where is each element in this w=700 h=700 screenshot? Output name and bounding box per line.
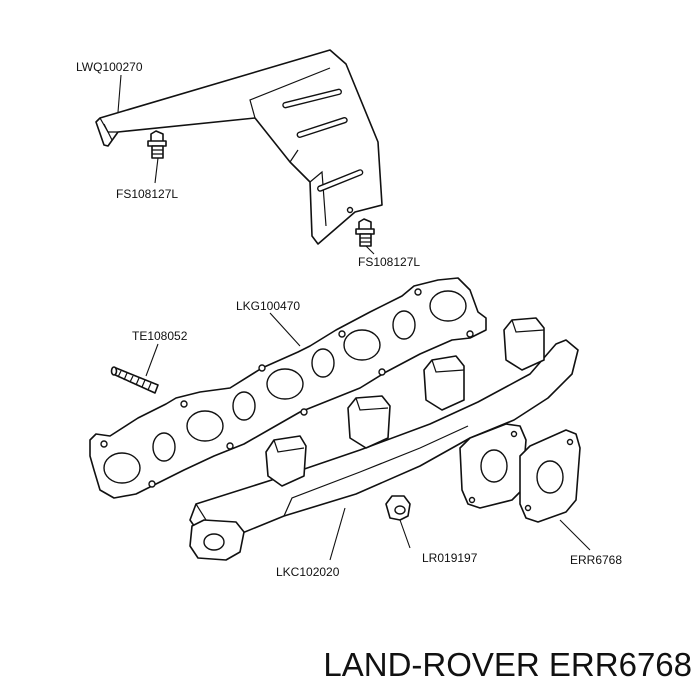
heat-shield xyxy=(95,49,383,245)
label-nut: LR019197 xyxy=(422,551,478,565)
outlet-gasket xyxy=(519,429,581,523)
label-bolt-upper: FS108127L xyxy=(116,187,178,201)
nut xyxy=(385,495,411,521)
label-stud: TE108052 xyxy=(132,329,188,343)
exhaust-manifold xyxy=(189,317,579,561)
bolt-lower xyxy=(355,218,375,247)
label-gasket: LKG100470 xyxy=(236,299,300,313)
stud xyxy=(110,366,159,394)
label-heat-shield: LWQ100270 xyxy=(76,60,143,74)
manifold-gasket xyxy=(89,277,487,499)
bolt-upper xyxy=(147,130,167,159)
label-bolt-lower: FS108127L xyxy=(358,255,420,269)
leader-lines xyxy=(117,74,591,561)
label-outlet-gasket: ERR6768 xyxy=(570,553,622,567)
footer-title: LAND-ROVER ERR6768 xyxy=(323,646,692,683)
label-manifold: LKC102020 xyxy=(276,565,340,579)
